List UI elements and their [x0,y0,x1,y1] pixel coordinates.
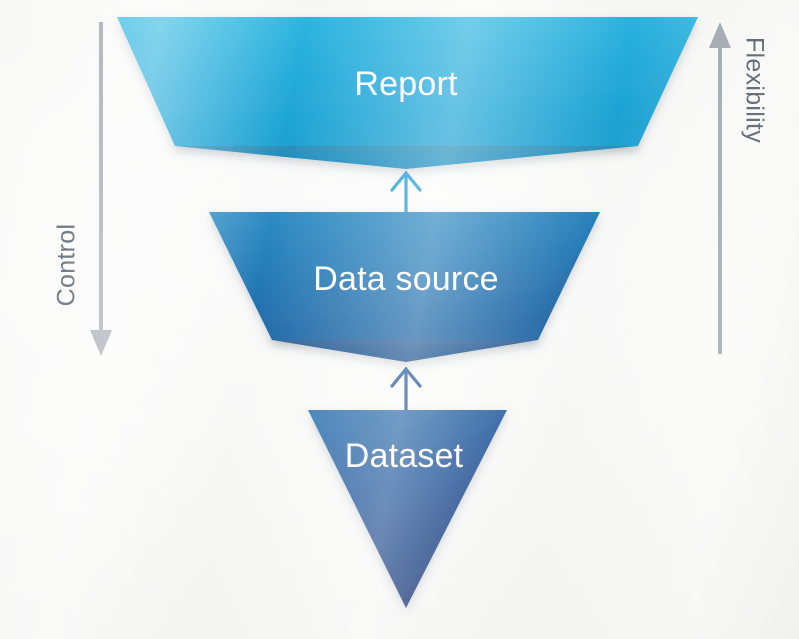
control-arrow-head-icon [90,330,112,356]
data-source-shape[interactable] [209,212,600,340]
connector-lower-arrow-head-icon [390,366,422,388]
dataset-shape[interactable] [308,410,507,608]
flexibility-arrow-head-icon [709,22,731,48]
flexibility-axis-label: Flexibility [740,37,768,143]
dataset-label: Dataset [345,437,464,475]
connector-upper-arrow-head-icon [390,170,422,192]
stage-dataset[interactable]: Dataset [308,410,507,608]
data-source-label: Data source [313,260,499,298]
report-label: Report [354,65,458,103]
report-band [175,141,638,169]
stage-report[interactable]: Report [117,17,698,169]
stage-data-source[interactable]: Data source [209,212,600,362]
connector-data-source-to-report [390,170,422,214]
axis-control: Control [53,22,112,356]
control-axis-label: Control [53,224,81,307]
report-shape[interactable] [117,17,698,146]
axis-flexibility: Flexibility [709,22,768,354]
connector-dataset-to-data-source [390,366,422,411]
